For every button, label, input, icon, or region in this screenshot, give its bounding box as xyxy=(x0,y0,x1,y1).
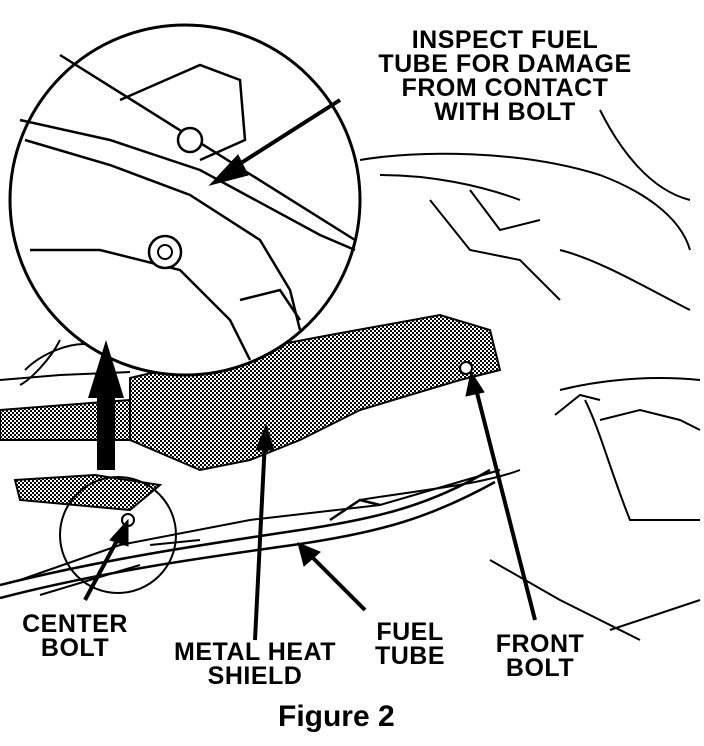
center-bolt-detail-circle xyxy=(59,476,177,594)
fuel-tube-arrow xyxy=(308,553,367,612)
up-arrow-shaft xyxy=(97,395,115,470)
inspect-arrow-head xyxy=(208,154,249,186)
nut-icon xyxy=(147,234,183,270)
bolt-head-icon xyxy=(176,126,204,154)
front-bolt-arrow-head xyxy=(465,370,485,397)
up-arrow-head xyxy=(88,340,124,398)
metal-heat-shield-label: METAL HEAT SHIELD xyxy=(174,638,336,690)
fuel-tube-label: FUEL TUBE xyxy=(374,618,446,670)
front-bolt xyxy=(459,361,473,375)
center-bolt-arrow-head xyxy=(109,518,129,547)
center-bolt-shield-tab xyxy=(13,473,163,512)
metal-heat-shield xyxy=(129,313,502,472)
front-bolt-label: FRONT BOLT xyxy=(495,630,585,682)
inspect-callout-text: INSPECT FUEL TUBE FOR DAMAGE FROM CONTAC… xyxy=(378,26,632,126)
figure-caption: Figure 2 xyxy=(278,700,395,733)
fuel-tube-lines xyxy=(0,468,496,600)
inspect-arrow xyxy=(228,98,342,172)
front-bolt-arrow xyxy=(473,384,537,621)
arrows xyxy=(83,98,537,641)
center-bolt-label: CENTER BOLT xyxy=(22,610,128,662)
undercarriage-lines xyxy=(0,109,701,641)
heat-shield-arrow xyxy=(253,439,267,641)
center-bolt-arrow xyxy=(83,534,122,601)
magnified-view xyxy=(8,23,362,377)
heat-shield-arrow-head xyxy=(255,423,275,451)
fuel-tube-arrow-head xyxy=(297,542,321,567)
